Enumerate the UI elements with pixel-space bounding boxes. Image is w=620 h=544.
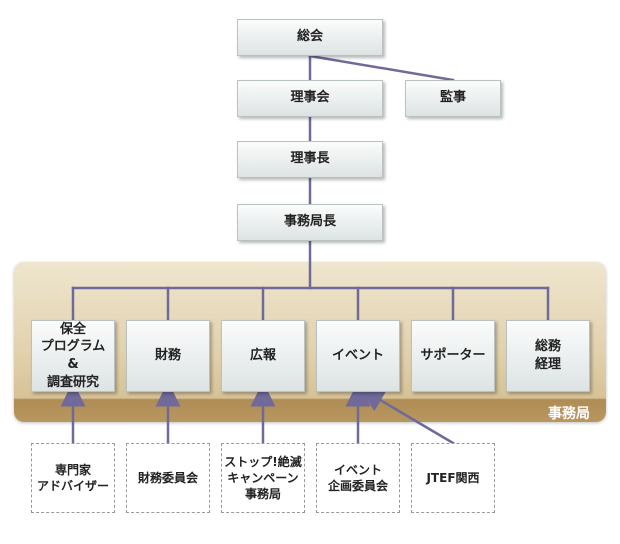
dept-conservation-research: 保全 プログラム & 調査研究 [31,320,115,392]
node-general-assembly: 総会 [237,19,383,56]
committee-label: ストップ!絶滅 キャンペーン 事務局 [224,454,302,502]
dept-events: イベント [316,320,400,392]
committee-expert-advisor: 専門家 アドバイザー [31,443,115,513]
dept-label: 保全 プログラム & 調査研究 [40,321,106,390]
committee-label: イベント 企画委員会 [327,462,388,493]
node-general-assembly-label: 総会 [296,29,323,45]
dept-general-affairs-accounting: 総務 経理 [506,320,590,392]
dept-label: サポーター [420,347,486,363]
dept-label: 広報 [249,347,276,363]
arrow-jtef-kansai [359,387,455,445]
link-assembly-auditor [308,54,455,82]
dept-supporters: サポーター [411,320,495,392]
node-chairman: 理事長 [237,141,383,178]
dept-finance: 財務 [126,320,210,392]
committee-stop-extinction-campaign: ストップ!絶滅 キャンペーン 事務局 [221,443,305,513]
node-board-label: 理事会 [290,90,330,106]
dept-public-relations: 広報 [221,320,305,392]
node-auditor: 監事 [405,80,501,117]
node-board: 理事会 [237,80,383,117]
node-secretary-general-label: 事務局長 [283,214,336,230]
committee-event-planning: イベント 企画委員会 [316,443,400,513]
node-secretary-general: 事務局長 [237,204,383,241]
committee-finance: 財務委員会 [126,443,210,513]
committee-label: 専門家 アドバイザー [36,462,109,493]
dept-label: 総務 経理 [534,339,561,372]
node-chairman-label: 理事長 [290,151,330,167]
committee-label: 財務委員会 [137,470,198,485]
dept-label: イベント [331,347,384,363]
secretariat-label: 事務局 [548,406,590,422]
committee-jtef-kansai: JTEF関西 [411,443,495,513]
node-auditor-label: 監事 [439,90,466,106]
dept-label: 財務 [154,347,181,363]
committee-label: JTEF関西 [426,470,480,485]
